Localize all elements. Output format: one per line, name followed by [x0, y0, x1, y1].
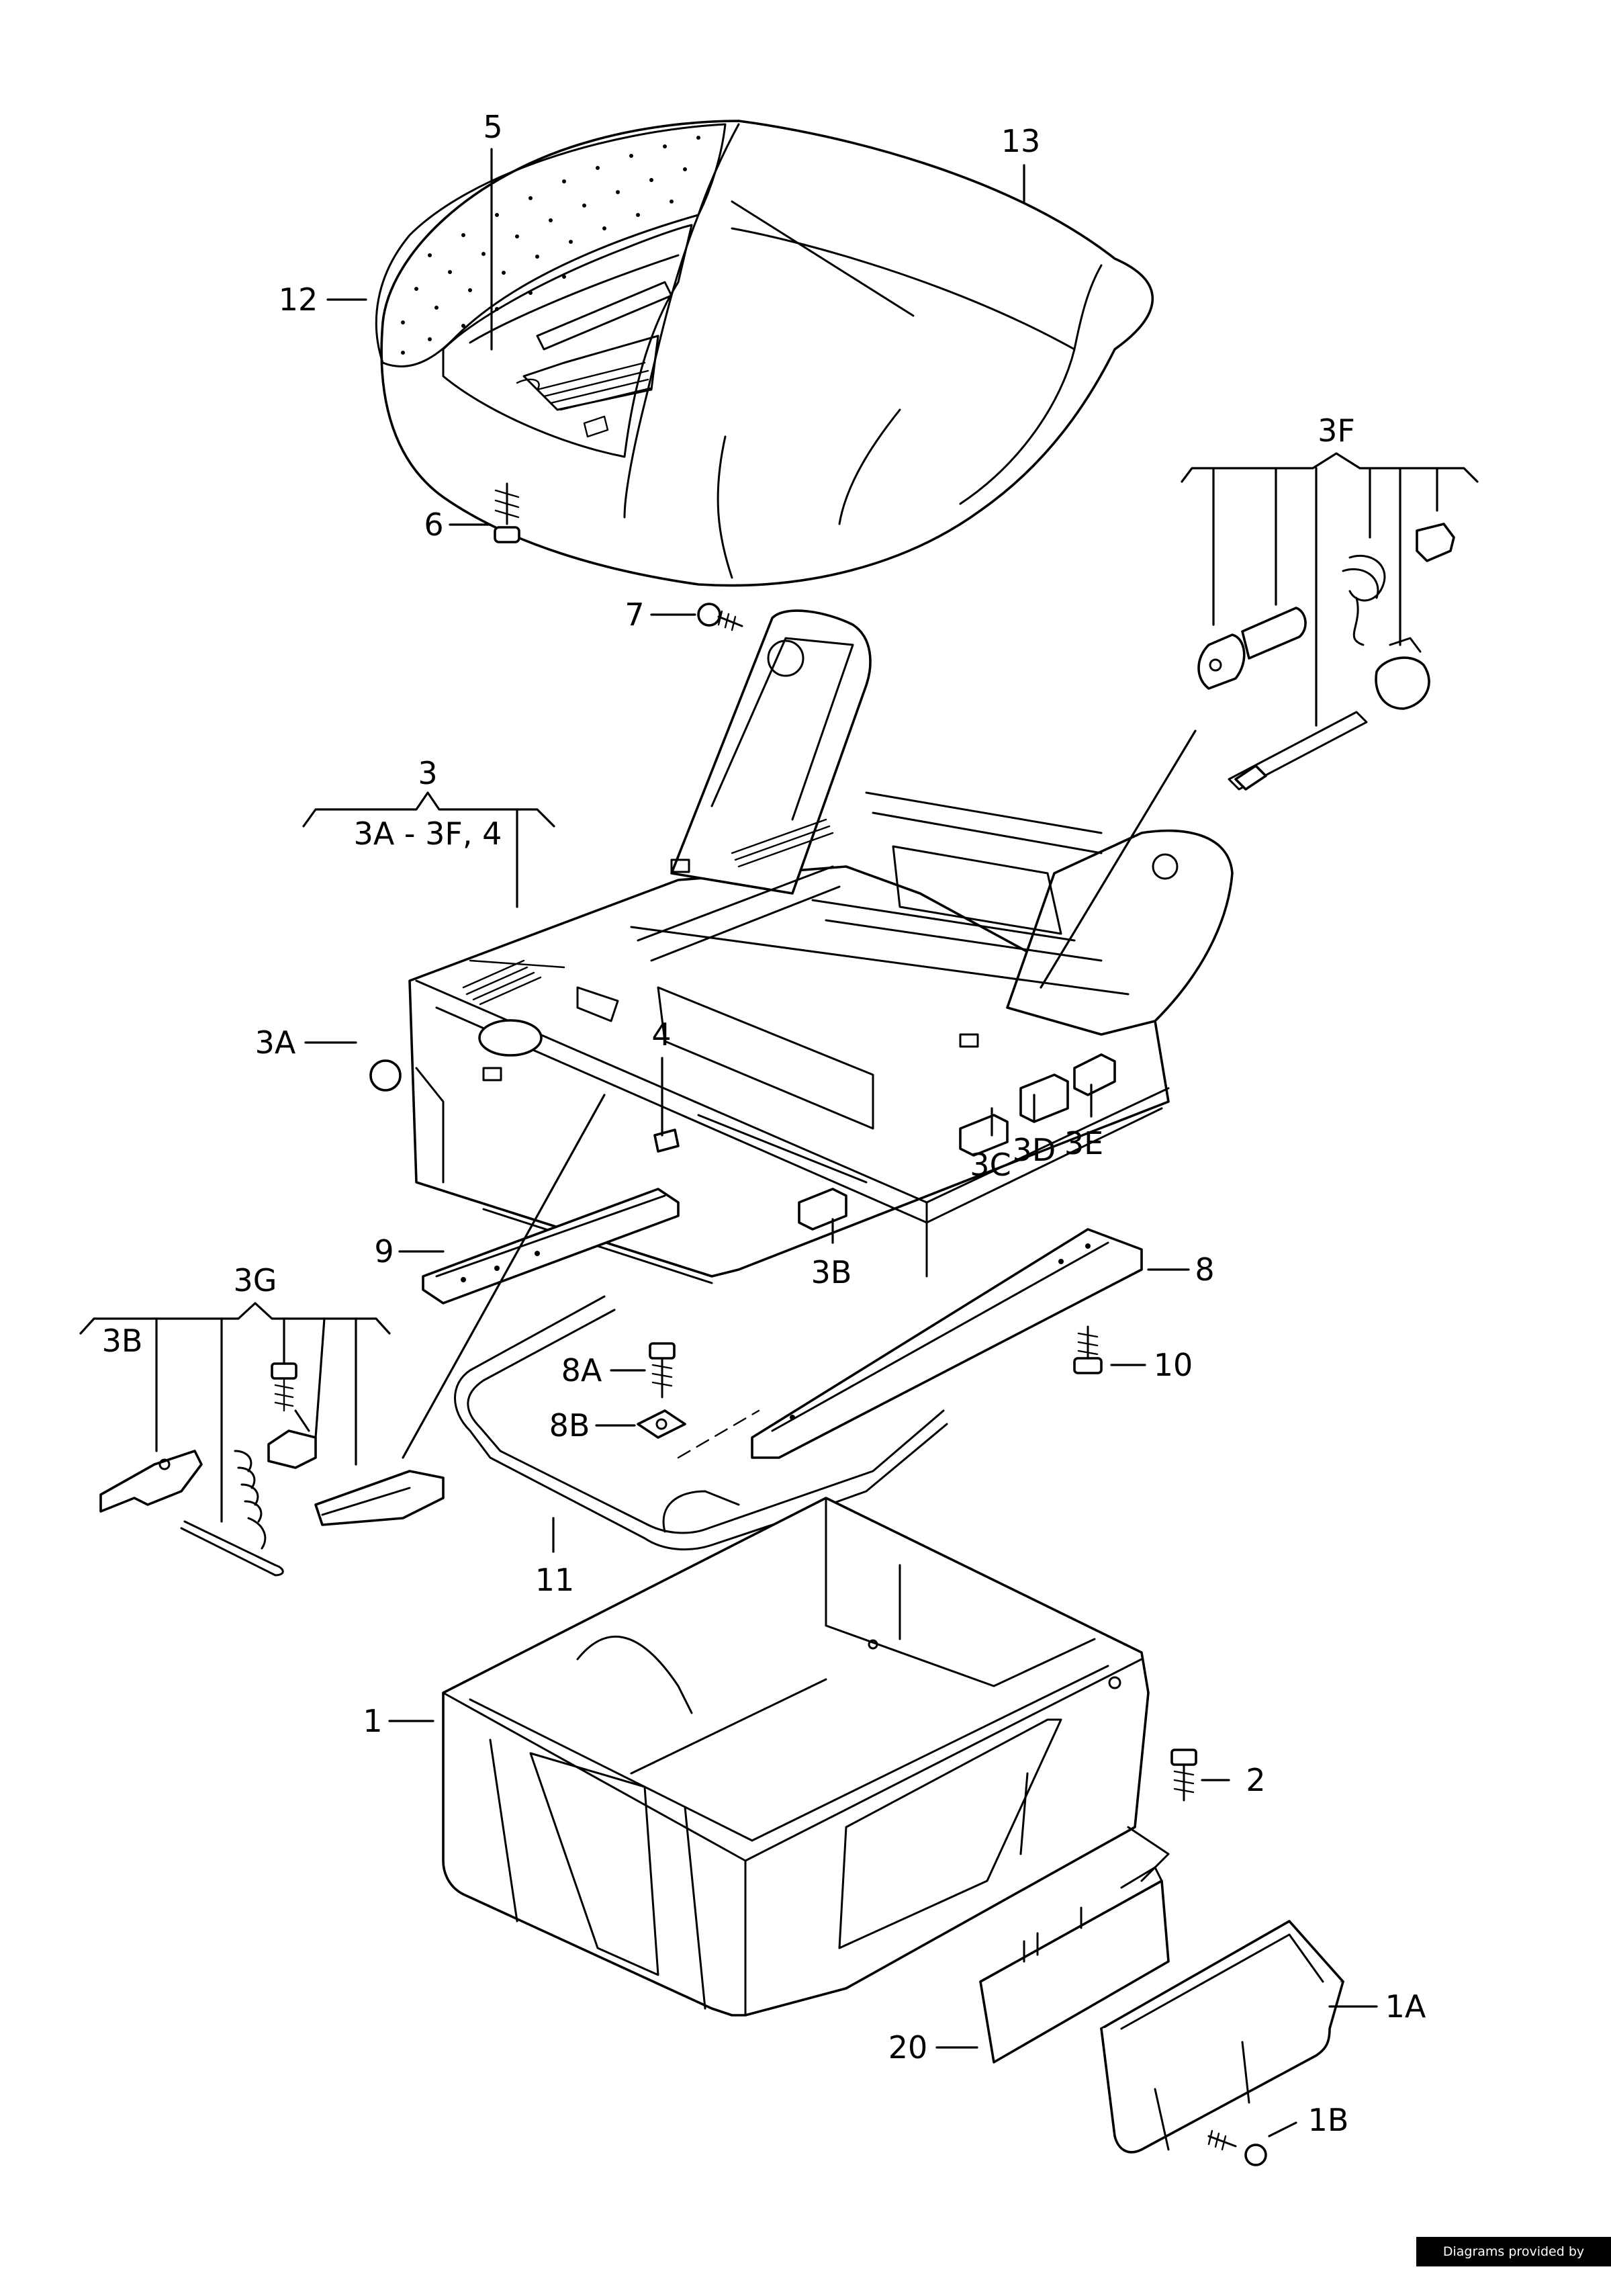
- label-12: 12: [279, 281, 318, 318]
- label-8b: 8B: [549, 1407, 590, 1444]
- rail-part-8: [751, 1228, 1143, 1459]
- label-3g: 3G: [234, 1262, 277, 1298]
- label-10: 10: [1154, 1347, 1193, 1383]
- cushion-frame-part-5: [442, 224, 693, 458]
- label-3b-group: 3B: [102, 1323, 143, 1359]
- washer-part-8b: [637, 1409, 760, 1459]
- screw-part-6: [494, 482, 520, 543]
- hinge-detail-parts-3f: [1197, 523, 1455, 791]
- bolt-part-10: [1073, 1325, 1103, 1374]
- bolt-part-8a: [649, 1342, 676, 1399]
- rail-part-9: [422, 1188, 680, 1305]
- screw-part-1b: [1207, 2129, 1267, 2166]
- label-20: 20: [888, 2029, 928, 2066]
- label-3f: 3F: [1318, 412, 1355, 449]
- label-7: 7: [625, 597, 644, 633]
- label-2: 2: [1246, 1762, 1265, 1798]
- base-frame-part-11: [454, 1295, 948, 1550]
- screw-part-7: [697, 603, 743, 631]
- seat-frame-part-3: [369, 609, 1234, 1284]
- label-8: 8: [1195, 1251, 1214, 1288]
- seat-cushion-part-12-dotted-foam: [375, 123, 727, 367]
- adjuster-detail-parts-3g: [99, 1094, 606, 1577]
- label-3-range: 3A - 3F, 4: [354, 815, 502, 852]
- seat-base-box-part-1: [442, 1497, 1150, 2017]
- label-6: 6: [424, 506, 443, 543]
- label-9: 9: [374, 1233, 394, 1270]
- part-labels: 5 13 12 6 7 3F 3 3A - 3F, 4 3A 4 3C 3D 3…: [102, 109, 1426, 2138]
- label-1b: 1B: [1308, 2102, 1349, 2138]
- label-1a: 1A: [1385, 1988, 1426, 2025]
- diagram-credit-badge: Diagrams provided by catalogs parts: [1416, 2237, 1611, 2289]
- label-3a: 3A: [255, 1024, 296, 1061]
- label-4: 4: [651, 1016, 671, 1053]
- seat-cushion-part-13: [380, 120, 1154, 587]
- bolt-part-2: [1170, 1749, 1197, 1802]
- label-8a: 8A: [561, 1352, 602, 1388]
- leader-lines: [79, 148, 1479, 2137]
- label-11: 11: [535, 1562, 575, 1598]
- storage-tray-part-1a: [1100, 1920, 1344, 2154]
- label-3d: 3D: [1013, 1132, 1056, 1168]
- label-3b: 3B: [811, 1254, 852, 1290]
- label-3: 3: [418, 755, 437, 791]
- label-3e: 3E: [1064, 1125, 1103, 1161]
- bracket-part-20: [979, 1826, 1170, 2064]
- label-3c: 3C: [970, 1147, 1011, 1183]
- label-5: 5: [483, 109, 502, 145]
- label-13: 13: [1001, 123, 1041, 159]
- foam-dot-pattern: [401, 136, 700, 355]
- label-1: 1: [363, 1703, 382, 1739]
